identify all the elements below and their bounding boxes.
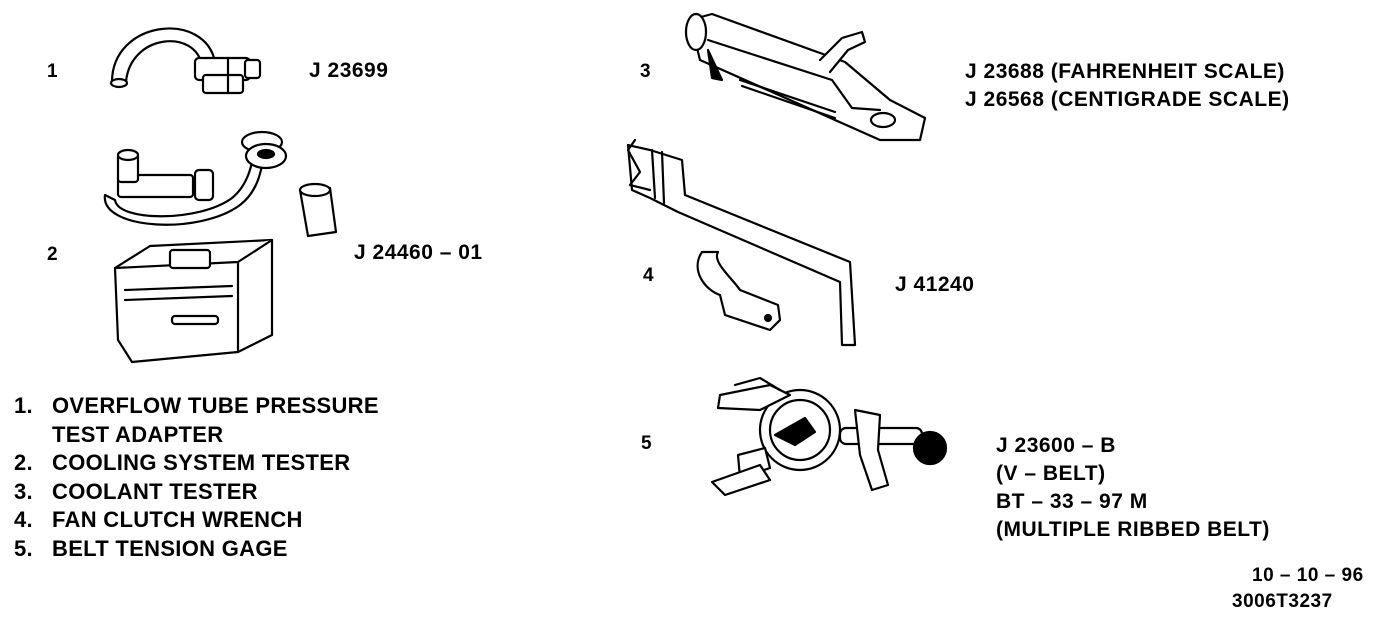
tool-legend: 1. OVERFLOW TUBE PRESSURE TEST ADAPTER 2.… bbox=[14, 392, 379, 564]
legend-text: FAN CLUTCH WRENCH bbox=[52, 507, 303, 533]
tool-3-part-number-line-1: J 23688 (FAHRENHEIT SCALE) bbox=[965, 60, 1285, 83]
belt-tension-gage-drawing bbox=[710, 376, 948, 497]
legend-text: OVERFLOW TUBE PRESSURE bbox=[52, 393, 379, 418]
legend-text: COOLANT TESTER bbox=[52, 478, 258, 504]
legend-number: 2. bbox=[14, 450, 33, 476]
legend-text: BELT TENSION GAGE bbox=[52, 535, 288, 561]
tool-5-part-number-line-1: J 23600 – B bbox=[996, 434, 1116, 457]
tool-1-part-number: J 23699 bbox=[309, 59, 389, 82]
legend-item-1: 1. OVERFLOW TUBE PRESSURE bbox=[14, 392, 379, 421]
coolant-tester-drawing bbox=[684, 12, 927, 142]
tool-5-part-number-line-2: (V – BELT) bbox=[996, 462, 1106, 485]
figure-date: 10 – 10 – 96 bbox=[1252, 565, 1364, 586]
legend-text: TEST ADAPTER bbox=[52, 421, 224, 447]
tool-number-3: 3 bbox=[640, 61, 651, 82]
figure-id: 3006T3237 bbox=[1232, 591, 1333, 612]
legend-text: COOLING SYSTEM TESTER bbox=[52, 450, 351, 476]
tool-5-part-number-line-4: (MULTIPLE RIBBED BELT) bbox=[996, 518, 1270, 541]
tool-5-part-number-line-3: BT – 33 – 97 M bbox=[996, 490, 1148, 513]
legend-number: 3. bbox=[14, 478, 33, 504]
tool-number-5: 5 bbox=[641, 433, 652, 454]
legend-number: 1. bbox=[14, 393, 33, 418]
legend-item-4: 4. FAN CLUTCH WRENCH bbox=[14, 506, 379, 535]
legend-number: 5. bbox=[14, 535, 33, 561]
tool-4-part-number: J 41240 bbox=[895, 273, 975, 296]
fan-clutch-wrench-drawing bbox=[626, 138, 857, 347]
legend-number: 4. bbox=[14, 507, 33, 533]
legend-item-1-continued: TEST ADAPTER bbox=[14, 421, 379, 450]
tool-number-4: 4 bbox=[643, 265, 654, 286]
cooling-system-tester-drawing bbox=[103, 130, 338, 364]
tool-2-part-number: J 24460 – 01 bbox=[354, 241, 483, 264]
tool-3-part-number-line-2: J 26568 (CENTIGRADE SCALE) bbox=[965, 88, 1290, 111]
legend-item-2: 2. COOLING SYSTEM TESTER bbox=[14, 449, 379, 478]
tool-number-2: 2 bbox=[47, 244, 58, 265]
legend-item-3: 3. COOLANT TESTER bbox=[14, 478, 379, 507]
legend-item-5: 5. BELT TENSION GAGE bbox=[14, 535, 379, 564]
overflow-tube-adapter-drawing bbox=[109, 27, 262, 95]
tool-number-1: 1 bbox=[47, 61, 58, 82]
